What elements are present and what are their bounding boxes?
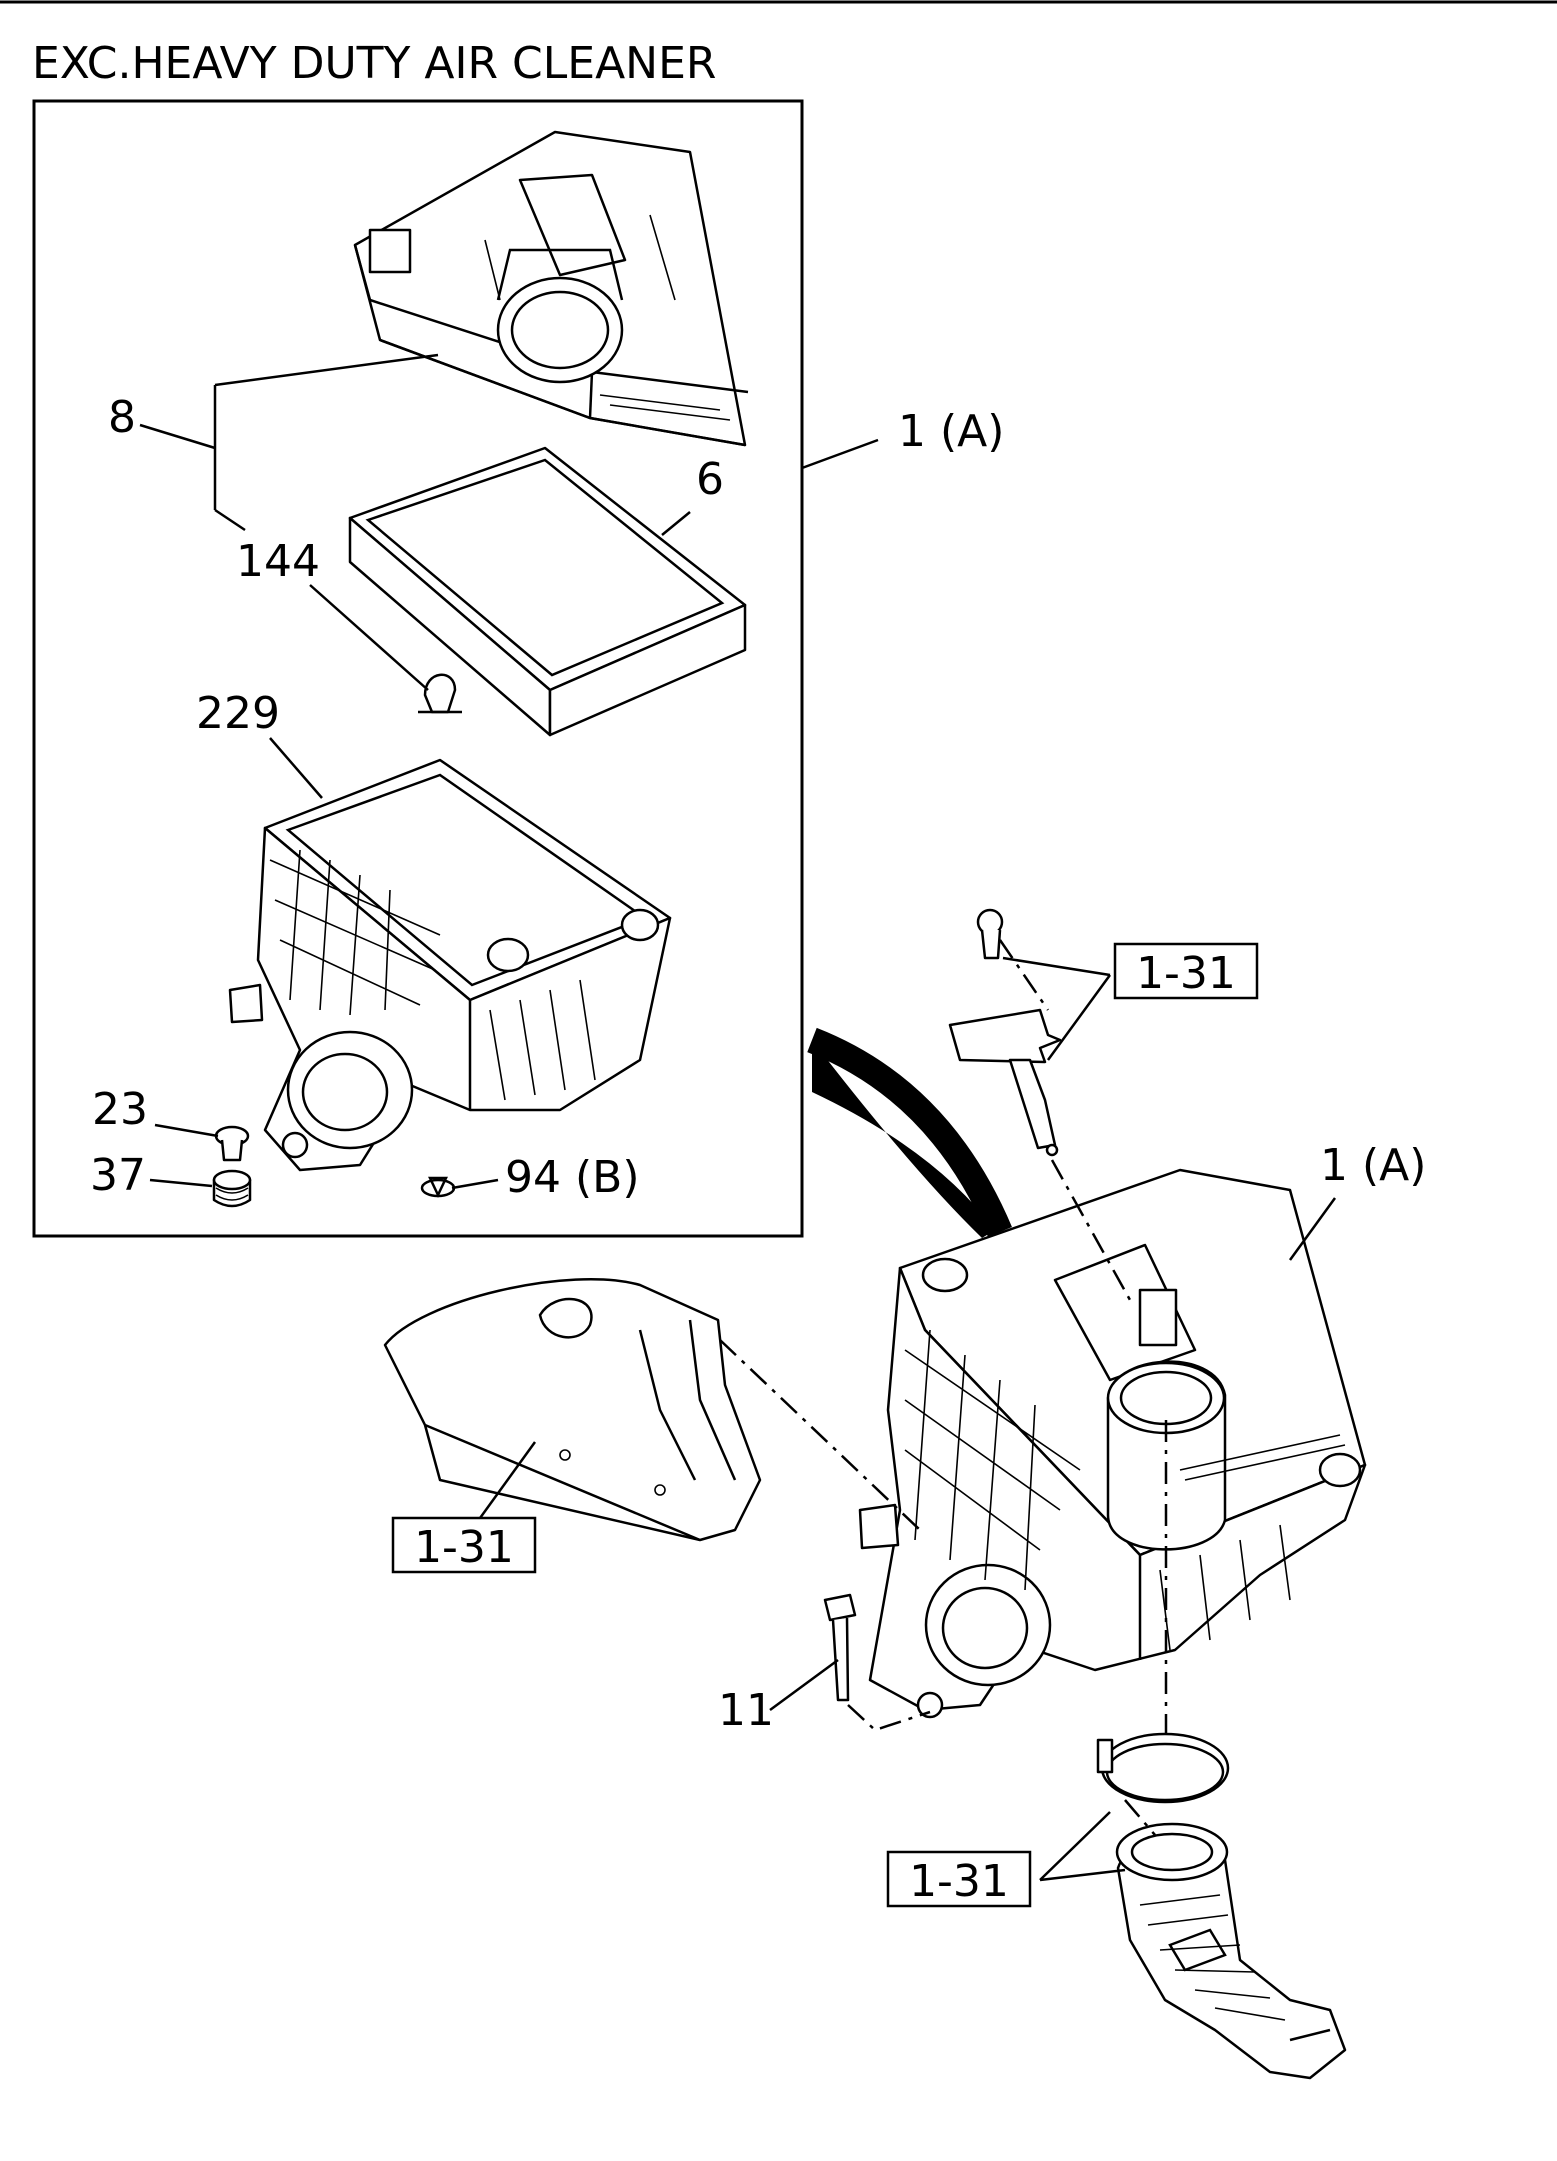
air-hose xyxy=(1115,1822,1347,2080)
label-1-31-top: 1-31 xyxy=(1136,948,1236,999)
leader-lines-right xyxy=(473,956,1337,1882)
airflow-sensor xyxy=(948,1008,1062,1157)
label-23: 23 xyxy=(92,1084,148,1135)
assembly-arrow xyxy=(812,1040,995,1238)
intake-duct xyxy=(383,1278,762,1542)
sensor-screw xyxy=(976,908,1004,960)
label-37: 37 xyxy=(90,1150,146,1201)
label-1-31-left: 1-31 xyxy=(414,1522,514,1573)
bolt-part-23 xyxy=(214,1125,250,1162)
label-1a-top: 1 (A) xyxy=(898,406,1004,457)
ref-box-1-31-left xyxy=(391,1516,537,1574)
label-94b: 94 (B) xyxy=(505,1152,640,1203)
label-1a-right: 1 (A) xyxy=(1320,1140,1426,1191)
label-1-31-bottom: 1-31 xyxy=(909,1856,1009,1907)
assembly-dashes xyxy=(719,939,1168,1836)
assembled-air-cleaner xyxy=(858,1168,1367,1719)
grommet-part-37 xyxy=(212,1169,252,1208)
bolt-part-11 xyxy=(823,1593,857,1702)
cover-part-8 xyxy=(353,130,749,447)
ref-box-1-31-bottom xyxy=(886,1850,1032,1908)
diagram-title: EXC.HEAVY DUTY AIR CLEANER xyxy=(32,38,716,89)
label-229: 229 xyxy=(196,688,280,739)
clip-part-94b xyxy=(420,1176,456,1198)
filter-part-6 xyxy=(348,446,747,737)
hose-clamp xyxy=(1096,1732,1230,1804)
label-11: 11 xyxy=(718,1685,774,1736)
exploded-view-frame xyxy=(32,99,804,1238)
case-part-229 xyxy=(228,758,672,1172)
label-144: 144 xyxy=(236,536,320,587)
leader-lines-frame xyxy=(139,353,879,1190)
label-8: 8 xyxy=(108,392,136,443)
ref-box-1-31-top xyxy=(1113,942,1259,1000)
label-6: 6 xyxy=(696,454,724,505)
clip-part-144 xyxy=(418,673,462,714)
